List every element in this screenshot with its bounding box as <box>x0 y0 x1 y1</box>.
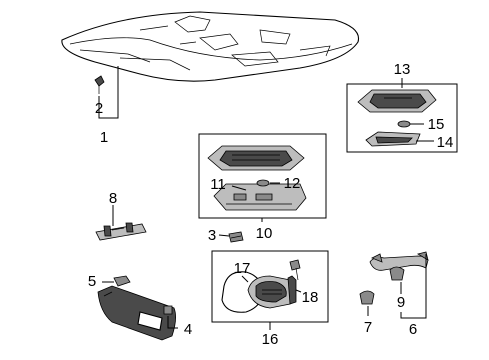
callout-7: 7 <box>364 319 372 336</box>
callout-5: 5 <box>88 273 96 290</box>
callout-15: 15 <box>428 116 445 133</box>
bulb-part-15[interactable] <box>397 120 411 128</box>
callout-13: 13 <box>394 61 411 78</box>
dome-lamp-part[interactable] <box>357 89 437 147</box>
callout-1: 1 <box>100 129 108 146</box>
callout-3: 3 <box>208 227 216 244</box>
callout-14: 14 <box>437 134 454 151</box>
callout-17: 17 <box>234 260 251 277</box>
callout-2: 2 <box>95 100 103 117</box>
callout-16: 16 <box>262 331 279 348</box>
callout-11: 11 <box>210 176 226 193</box>
callout-18: 18 <box>302 289 319 306</box>
bulb-part-12[interactable] <box>256 179 270 187</box>
mirror-part[interactable] <box>221 271 297 313</box>
callout-6: 6 <box>409 321 417 338</box>
visor-pivot-part[interactable] <box>163 305 173 315</box>
callout-12: 12 <box>284 175 301 192</box>
mirror-screw-part[interactable] <box>289 259 301 281</box>
callout-4: 4 <box>184 321 192 338</box>
callout-10: 10 <box>256 225 273 242</box>
bracket-part[interactable] <box>95 222 147 241</box>
callout-9: 9 <box>397 294 405 311</box>
headliner-part[interactable] <box>61 11 360 82</box>
overhead-console-part[interactable] <box>207 145 307 211</box>
visor-holder-part[interactable] <box>113 275 131 287</box>
callout-8: 8 <box>109 190 117 207</box>
handle-clip-part-7[interactable] <box>359 290 375 305</box>
handle-cap-part[interactable] <box>389 266 405 281</box>
clip-part[interactable] <box>94 75 105 94</box>
retainer-clip-part[interactable] <box>228 231 244 243</box>
sun-visor-part[interactable] <box>97 285 176 341</box>
